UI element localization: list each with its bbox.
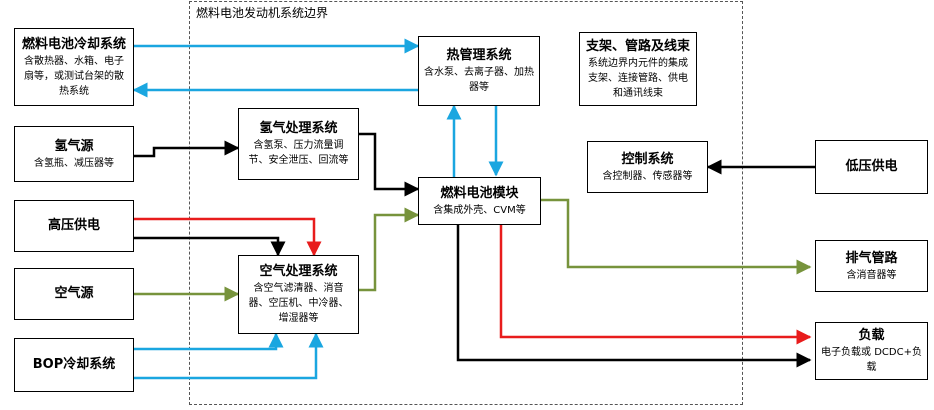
box-air-processing: 空气处理系统 含空气滤清器、消音器、空压机、中冷器、增湿器等 [238, 255, 359, 334]
box-exhaust-title: 排气管路 [845, 250, 898, 266]
box-hydrogen-source: 氢气源 含氢瓶、减压器等 [14, 126, 134, 182]
box-control-system-desc: 含控制器、传感器等 [602, 170, 693, 182]
box-bracket-piping: 支架、管路及线束 系统边界内元件的集成支架、连接管路、供电和通讯线束 [579, 32, 697, 106]
box-bracket-piping-title: 支架、管路及线束 [585, 38, 690, 54]
box-exhaust-desc: 含消音器等 [846, 269, 897, 281]
box-fuel-cell-module-title: 燃料电池模块 [440, 185, 519, 201]
box-load-title: 负载 [858, 328, 885, 343]
box-air-source: 空气源 [14, 268, 134, 320]
box-bop-cooling: BOP冷却系统 [14, 338, 134, 392]
box-load: 负载 电子负载或 DCDC+负载 [815, 322, 928, 380]
box-air-source-title: 空气源 [54, 286, 94, 301]
box-fuel-cell-module-desc: 含集成外壳、CVM等 [433, 204, 526, 216]
box-thermal-management-title: 热管理系统 [446, 48, 512, 63]
box-bop-cooling-title: BOP冷却系统 [32, 357, 116, 372]
box-control-system: 控制系统 含控制器、传感器等 [587, 141, 708, 193]
box-high-voltage: 高压供电 [14, 200, 134, 252]
arrow-module-to-load-black [456, 203, 812, 368]
arrow-bop-to-air-proc-1 [134, 332, 284, 351]
box-thermal-management: 热管理系统 含水泵、去离子器、加热器等 [418, 36, 540, 106]
box-fuel-cell-module: 燃料电池模块 含集成外壳、CVM等 [418, 177, 541, 225]
arrow-hydrogen-source-to-proc [125, 140, 240, 158]
box-fc-cooling-title: 燃料电池冷却系统 [21, 36, 126, 52]
box-fc-cooling: 燃料电池冷却系统 含散热器、水箱、电子扇等，或测试台架的散热系统 [14, 28, 134, 106]
box-load-desc: 电子负载或 DCDC+负载 [821, 347, 922, 373]
box-hydrogen-processing: 氢气处理系统 含氢泵、压力流量调节、安全泄压、回流等 [238, 108, 359, 180]
box-exhaust: 排气管路 含消音器等 [815, 240, 928, 292]
box-high-voltage-title: 高压供电 [47, 218, 100, 233]
arrow-module-to-load-red [499, 203, 812, 345]
arrow-module-to-exhaust [541, 198, 812, 275]
system-boundary [189, 1, 743, 405]
box-low-voltage: 低压供电 [815, 140, 928, 194]
box-low-voltage-title: 低压供电 [845, 159, 898, 174]
box-thermal-management-desc: 含水泵、去离子器、加热器等 [424, 67, 534, 93]
arrow-bop-to-air-proc-2 [134, 332, 324, 380]
system-boundary-label: 燃料电池发动机系统边界 [196, 6, 329, 20]
box-air-processing-title: 空气处理系统 [259, 264, 338, 279]
box-hydrogen-source-desc: 含氢瓶、减压器等 [34, 157, 114, 169]
box-air-processing-desc: 含空气滤清器、消音器、空压机、中冷器、增湿器等 [248, 283, 349, 324]
arrow-high-voltage-to-air-proc-red [125, 217, 322, 257]
box-hydrogen-processing-desc: 含氢泵、压力流量调节、安全泄压、回流等 [248, 140, 349, 166]
arrow-high-voltage-to-air-proc [125, 236, 286, 257]
box-fc-cooling-desc: 含散热器、水箱、电子扇等，或测试台架的散热系统 [24, 55, 124, 97]
arrow-air-proc-to-module [359, 207, 420, 292]
arrow-hydrogen-proc-to-module [359, 132, 420, 197]
box-hydrogen-source-title: 氢气源 [54, 138, 94, 154]
box-control-system-title: 控制系统 [621, 151, 674, 167]
box-bracket-piping-desc: 系统边界内元件的集成支架、连接管路、供电和通讯线束 [588, 57, 688, 99]
box-hydrogen-processing-title: 氢气处理系统 [259, 121, 338, 136]
